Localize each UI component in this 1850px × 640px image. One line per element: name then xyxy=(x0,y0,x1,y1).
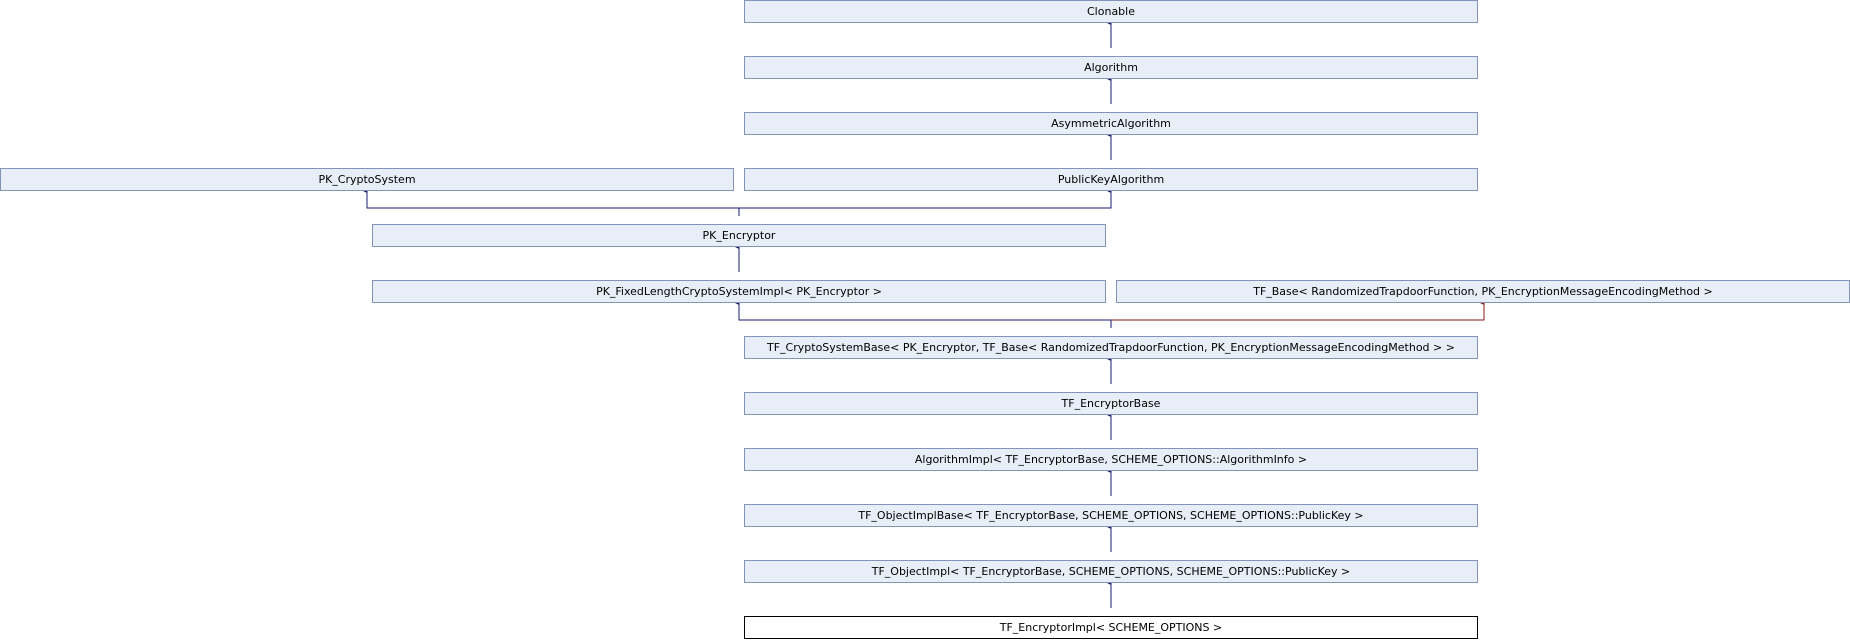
edge-tfcryptosystem-fixedlength xyxy=(731,297,1112,328)
node-tf-object-impl-base[interactable]: TF_ObjectImplBase< TF_EncryptorBase, SCH… xyxy=(744,504,1478,527)
node-pk-fixed-length-cryptosystem-impl[interactable]: PK_FixedLengthCryptoSystemImpl< PK_Encry… xyxy=(372,280,1106,303)
node-pk-encryptor[interactable]: PK_Encryptor xyxy=(372,224,1106,247)
edge-pkencryptor-publickey xyxy=(739,185,1112,209)
node-algorithm[interactable]: Algorithm xyxy=(744,56,1478,79)
node-tf-base[interactable]: TF_Base< RandomizedTrapdoorFunction, PK_… xyxy=(1116,280,1850,303)
node-clonable[interactable]: Clonable xyxy=(744,0,1478,23)
node-asymmetric-algorithm[interactable]: AsymmetricAlgorithm xyxy=(744,112,1478,135)
node-tf-encryptor-base[interactable]: TF_EncryptorBase xyxy=(744,392,1478,415)
node-tf-encryptor-impl: TF_EncryptorImpl< SCHEME_OPTIONS > xyxy=(744,616,1478,639)
node-pk-cryptosystem[interactable]: PK_CryptoSystem xyxy=(0,168,734,191)
node-tf-cryptosystem-base[interactable]: TF_CryptoSystemBase< PK_Encryptor, TF_Ba… xyxy=(744,336,1478,359)
node-public-key-algorithm[interactable]: PublicKeyAlgorithm xyxy=(744,168,1478,191)
edge-tfcryptosystem-tfbase xyxy=(1111,297,1485,321)
edge-pkencryptor-pkcryptosystem xyxy=(359,185,740,216)
node-algorithm-impl[interactable]: AlgorithmImpl< TF_EncryptorBase, SCHEME_… xyxy=(744,448,1478,471)
node-tf-object-impl[interactable]: TF_ObjectImpl< TF_EncryptorBase, SCHEME_… xyxy=(744,560,1478,583)
